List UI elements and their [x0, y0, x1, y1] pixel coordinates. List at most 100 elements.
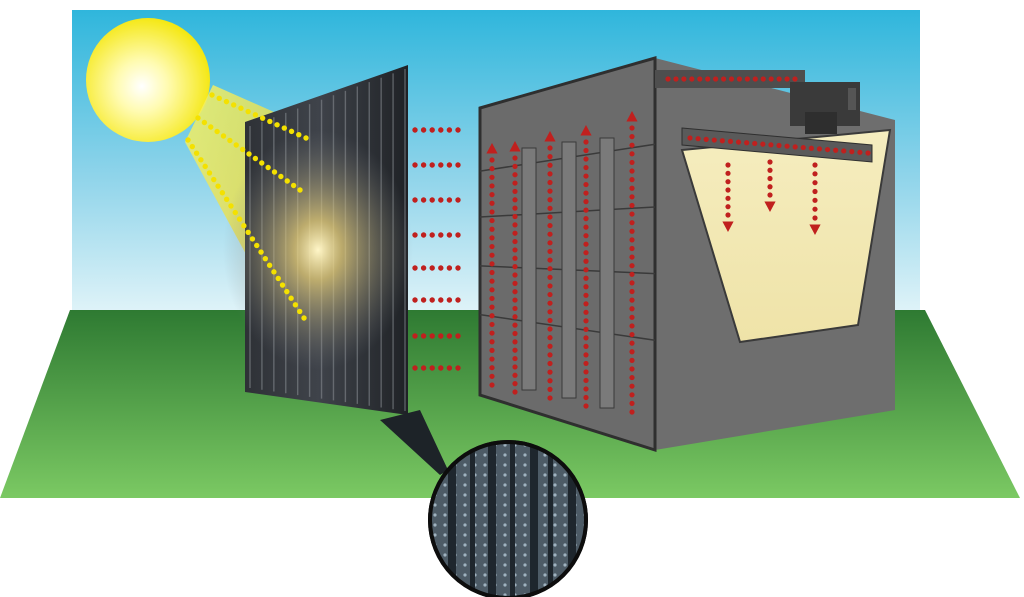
airflow-dot [629, 220, 635, 226]
sunlight-dot [236, 216, 243, 222]
airflow-dot [547, 145, 553, 151]
airflow-dot [512, 222, 518, 228]
airflow-dot [784, 76, 790, 82]
airflow-dot [583, 241, 589, 247]
airflow-dot [547, 317, 553, 324]
sunlight-dot [259, 115, 266, 121]
airflow-dot [629, 383, 635, 389]
sunlight-dot [290, 182, 297, 189]
sunlight-dot [254, 242, 260, 249]
airflow-dot [767, 167, 773, 173]
airflow-dot [629, 314, 635, 320]
airflow-dot [547, 205, 553, 211]
sunlight-dot [185, 137, 191, 143]
airflow-dot [629, 237, 635, 243]
sunlight-dot [271, 169, 278, 175]
sunlight-dot [288, 128, 295, 135]
airflow-dot [547, 309, 553, 315]
airflow-dot [438, 232, 444, 238]
airflow-dot [760, 76, 766, 82]
airflow-dot [720, 76, 727, 82]
airflow-dot [629, 263, 635, 269]
airflow-dot [744, 140, 750, 146]
airflow-dot [547, 188, 553, 194]
airflow-dot [767, 192, 773, 198]
airflow-dot [583, 309, 589, 315]
airflow-dot [583, 147, 589, 154]
sunlight-dot [208, 124, 214, 130]
airflow-dot [489, 166, 495, 172]
building-front-grid [479, 137, 656, 409]
sunlight-dot [259, 160, 265, 166]
sunlight-dot [245, 108, 251, 115]
airflow-dot [725, 179, 731, 185]
sunlight-dot [232, 209, 238, 216]
airflow-dot [629, 271, 635, 277]
zoom-rib [510, 442, 515, 597]
sunlight-dot [223, 98, 230, 105]
airflow-dot [547, 386, 553, 392]
airflow-dot [489, 278, 495, 284]
airflow-dot [673, 76, 679, 82]
airflow-dot [697, 76, 703, 82]
airflow-dot [412, 197, 418, 203]
airflow-dot [583, 173, 589, 179]
airflow-dot [583, 284, 589, 290]
airflow-dot [629, 288, 635, 295]
airflow-dot [489, 235, 495, 241]
airflow-dot [489, 339, 495, 345]
airflow-dot [583, 181, 589, 188]
airflow-dot [629, 400, 635, 406]
airflow-dot [412, 232, 418, 238]
airflow-dot [547, 343, 553, 349]
airflow-dot [489, 183, 495, 189]
airflow-dot [512, 297, 518, 303]
airflow-dot [420, 365, 427, 371]
airflow-dot [583, 394, 589, 401]
airflow-dot [583, 233, 589, 239]
airflow-dot [583, 386, 589, 392]
airflow-dot [429, 162, 435, 168]
sunlight-dot [201, 119, 208, 126]
airflow-dot [719, 138, 725, 144]
airflow-dot [446, 333, 453, 339]
airflow-dot [547, 214, 553, 220]
airflow-dot [489, 200, 495, 206]
magnifier-icon [380, 410, 588, 597]
airflow-dot [512, 163, 518, 169]
airflow-dot [629, 306, 635, 312]
airflow-dot [547, 369, 553, 375]
airflow-dot [705, 76, 711, 82]
sunlight-dot [284, 178, 290, 184]
airflow-dot [792, 76, 798, 82]
airflow-dot [681, 76, 687, 82]
airflow-dot [412, 127, 418, 133]
airflow-dot [489, 382, 495, 388]
airflow-dot [629, 331, 635, 338]
airflow-dot [687, 135, 693, 141]
airflow-dot [725, 187, 731, 193]
airflow-dot [489, 174, 495, 180]
airflow-dot [455, 197, 461, 203]
sunlight-dot-lines [185, 92, 309, 321]
airflow-dot [420, 265, 427, 271]
airflow-dot [629, 151, 635, 157]
airflow-dot [547, 283, 553, 289]
airflow-dot [547, 179, 553, 186]
sunlight-dot [279, 282, 286, 288]
airflow-dot [547, 162, 553, 168]
sunlight-dot [267, 118, 273, 125]
airflow-arrow [809, 224, 821, 235]
sunlight-dot [252, 112, 259, 118]
airflow-dot [776, 142, 782, 149]
sunlight-dot [220, 133, 227, 139]
airflow-dot [512, 188, 518, 195]
sunlight-dot [241, 223, 247, 229]
airflow-dot [583, 190, 589, 196]
airflow-dot [768, 76, 774, 82]
airflow-dot [629, 366, 635, 372]
airflow-dot [629, 159, 635, 166]
airflow-dot [583, 326, 589, 332]
airflow-dot [547, 154, 553, 160]
airflow-dot [489, 365, 495, 371]
